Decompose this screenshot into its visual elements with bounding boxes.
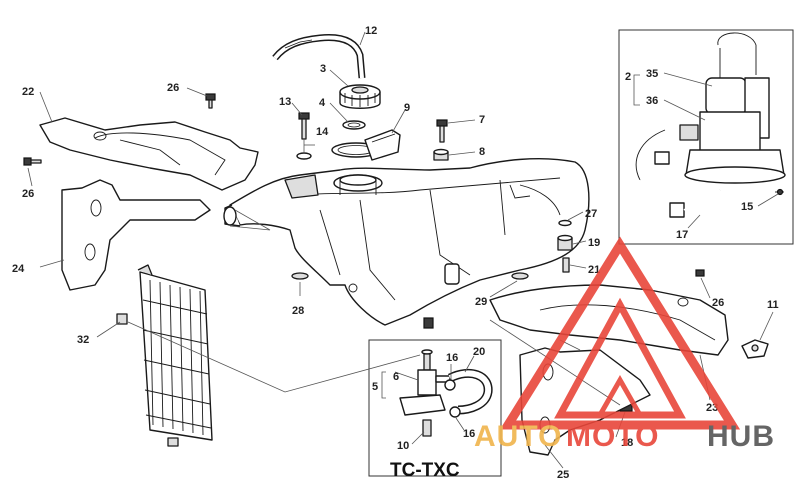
hardware [23, 93, 769, 412]
screw-26-top [205, 93, 216, 101]
callout-11: 11 [767, 299, 779, 311]
hose-clamp-16b [449, 406, 461, 418]
pump-housing [699, 111, 761, 153]
callout-labels: 12 3 4 9 13 14 7 8 26 22 26 24 32 28 29 … [12, 25, 779, 481]
callout-3: 3 [320, 63, 326, 75]
callout-26-top: 26 [167, 82, 179, 94]
fuel-breather-hose [272, 34, 366, 79]
fuel-tap-lever [399, 394, 446, 416]
washer-28 [291, 272, 309, 280]
watermark-triangle-outer [499, 236, 741, 430]
callout-14: 14 [316, 126, 329, 138]
automotohub-watermark: AUTO MOTO HUB [474, 236, 775, 453]
callout-20: 20 [473, 346, 485, 358]
hose-clamp [669, 202, 685, 218]
callout-5: 5 [372, 381, 378, 393]
shroud-22 [39, 117, 259, 191]
callout-22: 22 [22, 86, 34, 98]
radiator-shroud-upper [39, 117, 259, 191]
pump-connector [679, 124, 699, 141]
screw-26-right [695, 269, 705, 277]
pump-motor [705, 77, 747, 115]
tank-shell [229, 157, 590, 326]
radiator-guard-left [61, 179, 211, 291]
callout-29: 29 [475, 296, 487, 308]
callout-28: 28 [292, 305, 304, 317]
callout-2: 2 [625, 71, 631, 83]
leader-lines [27, 31, 774, 469]
callout-6: 6 [393, 371, 399, 383]
fuel-pump-inset [618, 29, 794, 245]
radiator-core [139, 271, 213, 441]
side-panel-24 [61, 179, 211, 291]
fuel-tap-inset-frame [368, 339, 502, 477]
hose-clamp-16a [444, 379, 456, 391]
watermark-hub: HUB [707, 420, 775, 453]
fuel-tank [223, 157, 590, 329]
pump-hose [717, 32, 757, 75]
bolt-7 [436, 119, 448, 127]
pump-base-ring [684, 166, 786, 184]
tank-emblem [444, 263, 460, 285]
radiator [137, 264, 213, 447]
washer-29 [511, 272, 529, 280]
bolt-21 [562, 257, 570, 273]
callout-19: 19 [588, 237, 600, 249]
callout-18: 18 [621, 437, 633, 449]
callout-27: 27 [585, 208, 597, 220]
callout-17: 17 [676, 229, 688, 241]
callout-8: 8 [479, 146, 485, 158]
washer-14 [296, 152, 312, 160]
callout-13: 13 [279, 96, 291, 108]
fuel-tap-inset: TC-TXC [368, 339, 502, 481]
callout-9: 9 [404, 102, 410, 114]
fuel-cap-assembly [331, 84, 401, 161]
callout-21: 21 [588, 264, 600, 276]
callout-35: 35 [646, 68, 658, 80]
callout-4: 4 [319, 97, 326, 109]
pump-screw [776, 188, 784, 196]
callout-26-right: 26 [712, 297, 724, 309]
model-label: TC-TXC [390, 460, 460, 481]
bolt-13 [298, 112, 310, 120]
callout-36: 36 [646, 95, 658, 107]
callout-25: 25 [557, 469, 569, 481]
callout-16b: 16 [463, 428, 475, 440]
callout-26-left: 26 [22, 188, 34, 200]
washer-27 [558, 219, 572, 227]
watermark-auto: AUTO [474, 420, 562, 453]
grommet-32 [116, 313, 128, 325]
fuel-tap-body [417, 369, 437, 396]
callout-24: 24 [12, 263, 25, 275]
callout-16a: 16 [446, 352, 458, 364]
tank-drain-fitting [423, 317, 434, 329]
callout-10: 10 [397, 440, 409, 452]
pump-inset-frame [618, 29, 794, 245]
callout-7: 7 [479, 114, 485, 126]
callout-32: 32 [77, 334, 89, 346]
radiator-drain [167, 437, 179, 447]
pump-fitting [654, 151, 670, 165]
fuel-tap-screw [422, 419, 432, 437]
filler-cover [364, 129, 401, 161]
watermark-moto: MOTO [566, 420, 659, 453]
callout-15: 15 [741, 201, 753, 213]
tank-left-mount [284, 174, 319, 199]
callout-12: 12 [365, 25, 377, 37]
screw-26-left [23, 157, 32, 166]
